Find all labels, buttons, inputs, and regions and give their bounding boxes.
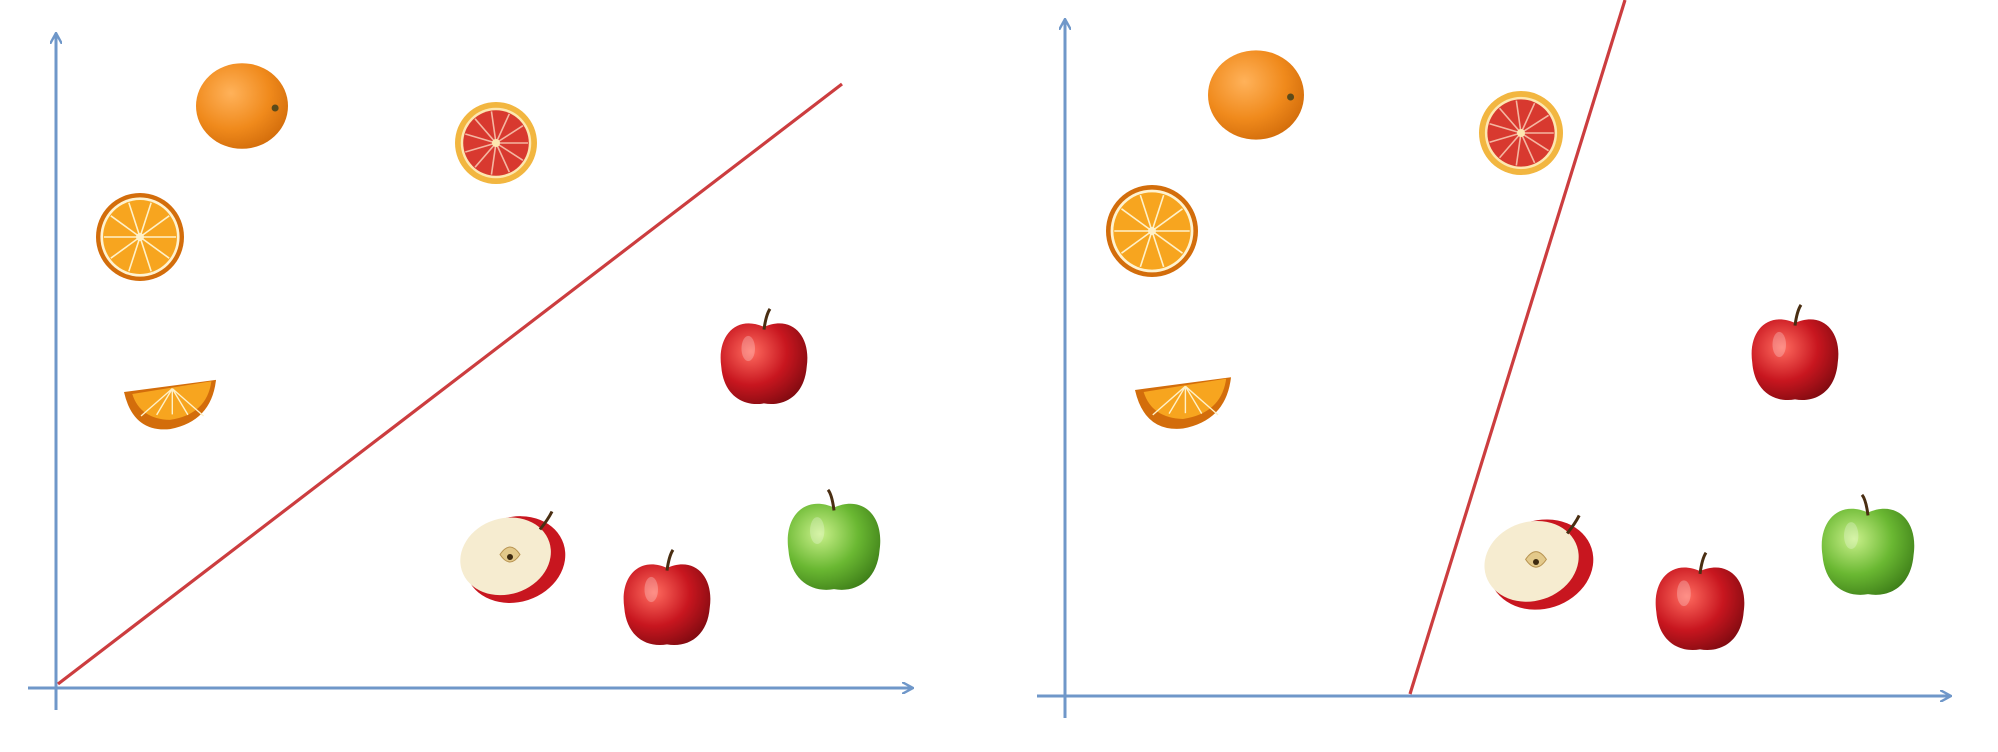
red-apple-lower-icon — [1655, 551, 1745, 650]
orange-wedge-icon — [1135, 377, 1231, 429]
orange-wedge-icon — [124, 379, 216, 430]
blood-orange-half-icon — [1479, 91, 1563, 175]
whole-orange-icon — [1208, 50, 1304, 140]
apple-half-icon — [460, 510, 566, 603]
green-apple-icon — [787, 488, 881, 590]
decision-boundary-line — [1408, 0, 1627, 695]
red-apple-lower-icon — [623, 549, 711, 646]
red-apple-upper-icon — [720, 308, 808, 405]
left-panel — [28, 0, 940, 710]
whole-orange-icon — [196, 63, 288, 149]
right-panel — [1037, 0, 1998, 718]
green-apple-icon — [1821, 493, 1915, 595]
decision-boundary-line — [57, 82, 843, 686]
red-apple-upper-icon — [1751, 304, 1839, 401]
orange-half-icon — [1106, 185, 1198, 277]
blood-orange-half-icon — [455, 102, 537, 184]
orange-half-icon — [96, 193, 184, 281]
apple-half-icon — [1484, 514, 1594, 610]
